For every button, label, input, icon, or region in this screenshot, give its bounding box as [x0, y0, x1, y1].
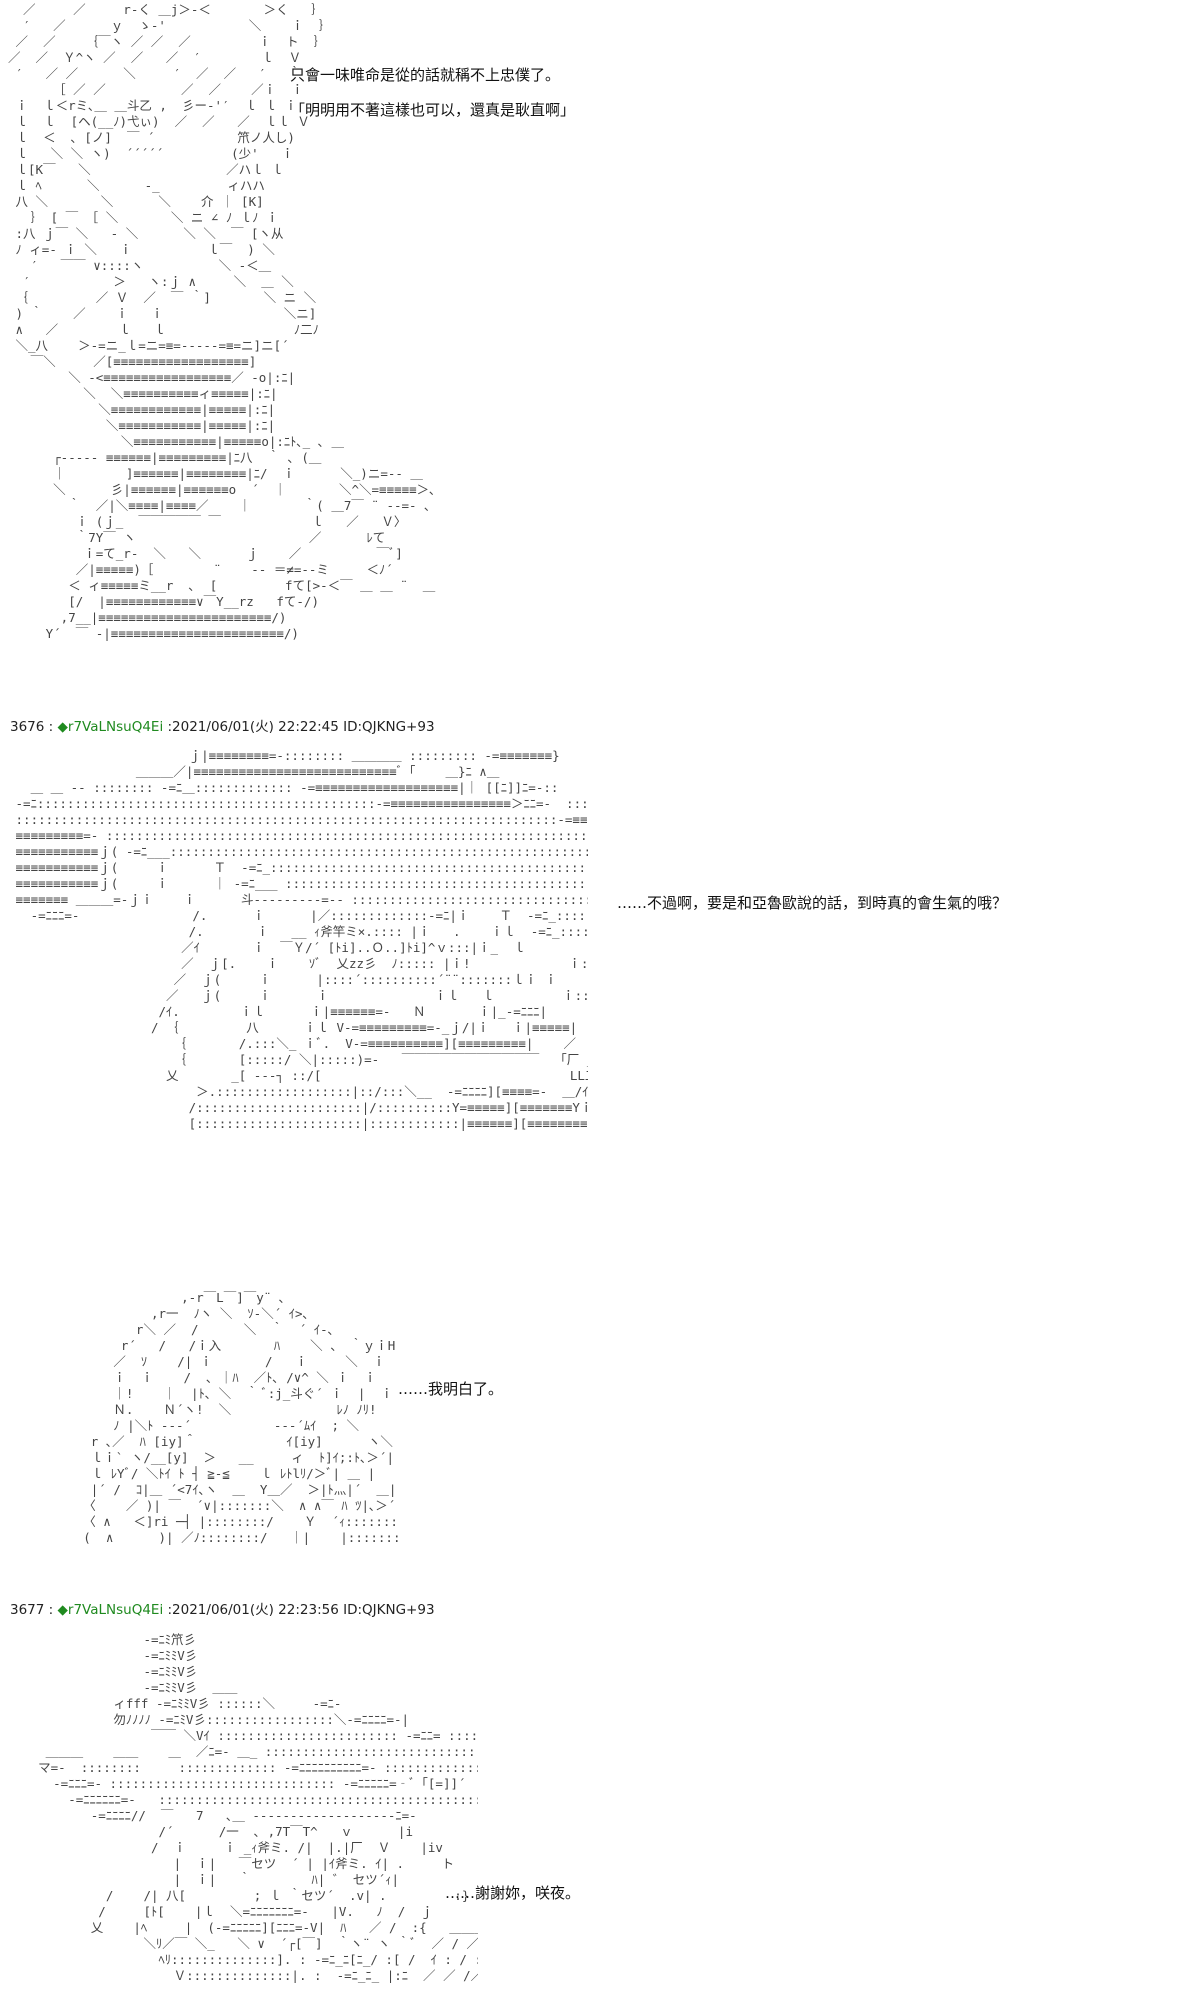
dialogue-line: 只會一味唯命是從的話就稱不上忠僕了。	[290, 66, 561, 84]
dialogue-line: ……不過啊，要是和亞魯歐說的話，到時真的會生氣的哦？	[617, 894, 1008, 912]
post-number[interactable]: 3676	[10, 719, 45, 735]
ascii-art-character-bowing: ／ ／ r‐く ＿j＞‐＜ ＞く ｝ ′ ／ ｙ ゝ‐' ＼ ｉ ｝ ／ ／ ｛…	[8, 2, 436, 641]
post-separator: :	[44, 1602, 58, 1618]
dialogue-line: ……謝謝妳，咲夜。	[445, 1884, 581, 1902]
ascii-art-character-face: ,‐r￣L￣]￣y¨ ､ ,r一 ﾉヽ ＼ ｿ‐＼´ ｲ>､ r＼ ／ / ＼ …	[83, 1290, 398, 1545]
post-number[interactable]: 3677	[10, 1602, 45, 1618]
trip-diamond-icon: ◆	[57, 1602, 68, 1618]
dialogue-box-4: ……謝謝妳，咲夜。	[445, 1876, 580, 1911]
poster-name: r7VaLNsuQ4Ei	[67, 1602, 164, 1618]
poster-name: r7VaLNsuQ4Ei	[67, 719, 164, 735]
post-timestamp-id: :2021/06/01(火) 22:22:45 ID:QJKNG+93	[163, 719, 435, 735]
dialogue-box-2: ……不過啊，要是和亞魯歐說的話，到時真的會生氣的哦？	[617, 886, 1007, 921]
dialogue-line: 「明明用不著這樣也可以，還真是耿直啊」	[290, 101, 576, 119]
trip-diamond-icon: ◆	[57, 719, 68, 735]
post-separator: :	[44, 719, 58, 735]
post-header-3677: 3677 : ◆r7VaLNsuQ4Ei :2021/06/01(火) 22:2…	[10, 1598, 435, 1618]
dialogue-box-1: 只會一味唯命是從的話就稱不上忠僕了。 「明明用不著這樣也可以，還真是耿直啊」	[290, 58, 575, 128]
post-header-3676: 3676 : ◆r7VaLNsuQ4Ei :2021/06/01(火) 22:2…	[10, 715, 435, 735]
dialogue-box-3: ……我明白了。	[398, 1372, 503, 1407]
ascii-art-mansion-building: ｊ|≡≡≡≡≡≡≡≡=‐:::::::: ＿＿＿＿ ::::::::: ‐=≡≡…	[15, 748, 588, 1131]
dialogue-line: ……我明白了。	[398, 1380, 504, 1398]
post-timestamp-id: :2021/06/01(火) 22:23:56 ID:QJKNG+93	[163, 1602, 435, 1618]
ascii-art-character-hat: ‐=ﾆﾐ笊彡 ‐=ﾆﾐﾐV彡 ‐=ﾆﾐﾐV彡 ‐=ﾆﾐﾐV彡 ＿＿ ィfff ‐…	[38, 1632, 478, 1983]
